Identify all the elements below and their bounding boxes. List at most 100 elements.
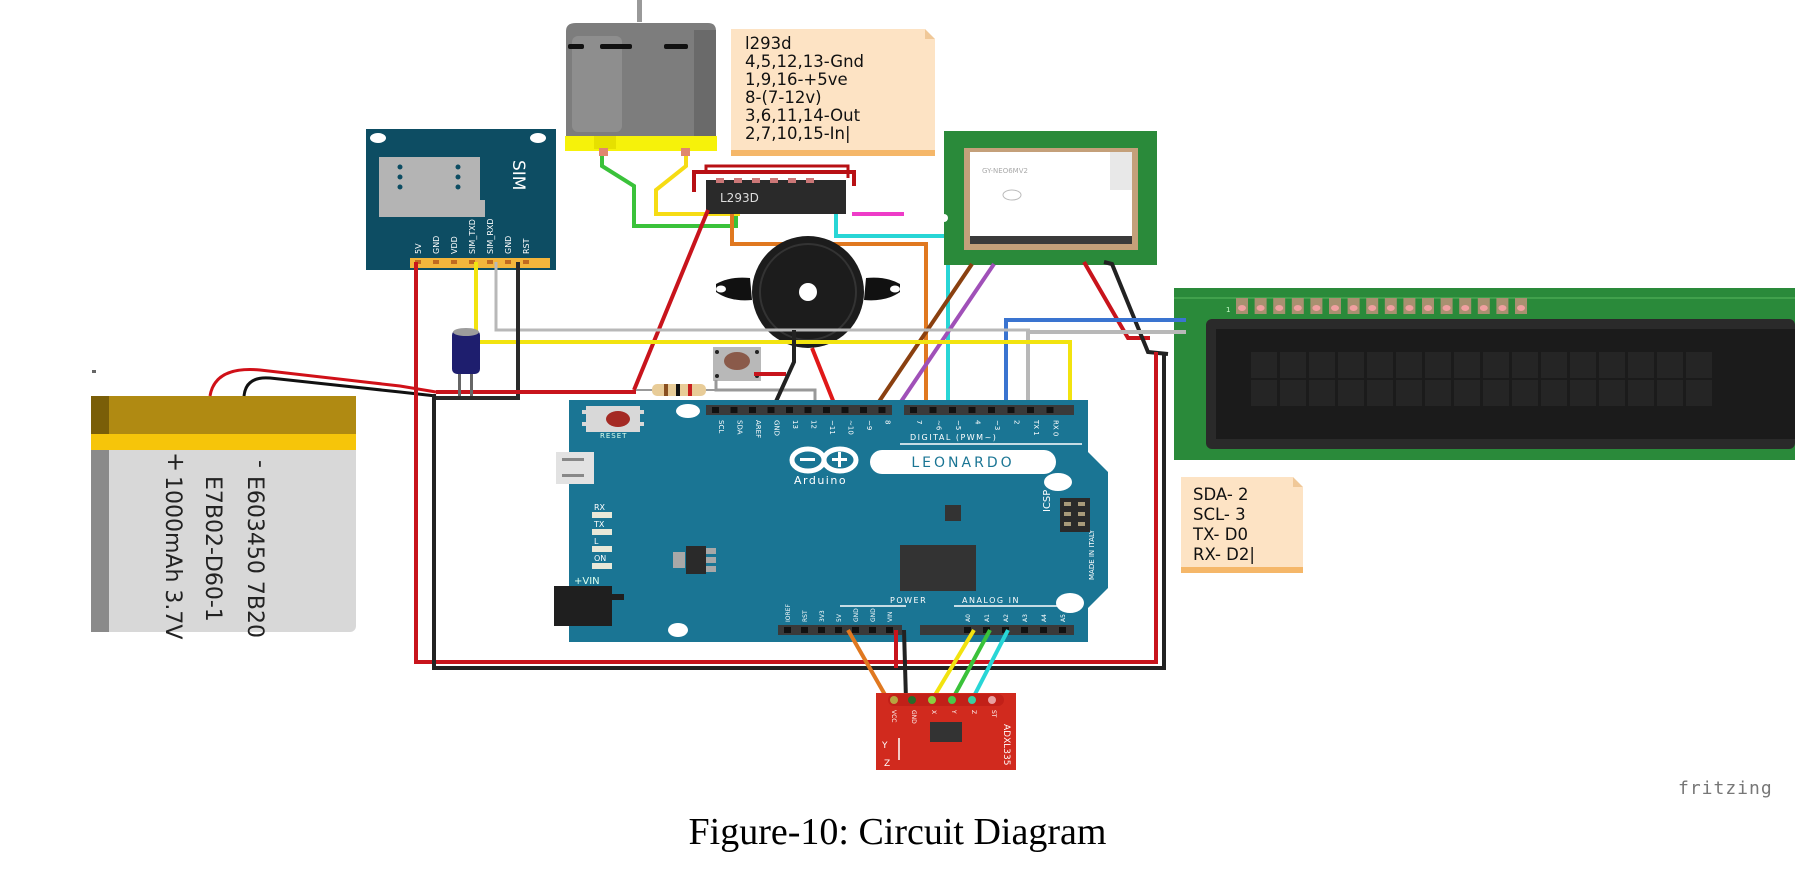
sim-pin — [469, 260, 475, 264]
buzzer — [716, 236, 900, 348]
lcd-wire-blue — [1004, 318, 1186, 406]
accel-pin-label: X — [930, 710, 937, 714]
ground-wire-black — [432, 354, 1166, 670]
accel-axis-z: Z — [884, 759, 890, 769]
lcd-wire-grey — [1026, 330, 1186, 406]
lcd-char-cell — [1599, 352, 1625, 378]
lcd-pin-pad — [1275, 305, 1284, 311]
sim-pin — [505, 260, 511, 264]
lcd-char-cell — [1628, 352, 1654, 378]
lcd-char-cell — [1657, 352, 1683, 378]
lcd-pin-pad — [1461, 305, 1470, 311]
sim-pin-label: 5V — [414, 243, 423, 254]
sim-pin-label: RST — [522, 238, 531, 254]
note-line: 8-(7-12v) — [745, 88, 822, 107]
fritzing-watermark: fritzing — [1678, 778, 1773, 799]
lcd-char-cell — [1454, 352, 1480, 378]
gps-label: GY-NEO6MV2 — [982, 167, 1028, 175]
lcd-char-cell — [1483, 352, 1509, 378]
digital-pin-label: 7 — [915, 420, 923, 424]
digital-pin-label: 8 — [884, 420, 892, 424]
power-pin-label: GND — [853, 608, 860, 622]
analog-pin-label: A3 — [1022, 614, 1029, 622]
digital-pin — [878, 407, 886, 413]
accel-wire-black — [902, 629, 908, 701]
battery: - + E603450 7B20 E7B02-D60-1 1000mAh 3.7… — [91, 370, 356, 639]
digital-pin-label: ~9 — [865, 420, 873, 430]
lcd-char-cell — [1657, 380, 1683, 406]
accel-axis-y: Y — [881, 741, 888, 751]
power-pin — [869, 627, 876, 633]
figure-caption: Figure-10: Circuit Diagram — [688, 811, 1107, 853]
lcd-char-cell — [1425, 380, 1451, 406]
digital-pin — [988, 407, 995, 413]
digital-pin — [841, 407, 849, 413]
lcd-char-cell — [1570, 352, 1596, 378]
accel-wire-orange — [846, 629, 890, 701]
lcd-char-cell — [1686, 380, 1712, 406]
lcd-pin-pad — [1405, 305, 1414, 311]
lcd-char-cell — [1686, 352, 1712, 378]
sim-pin-label: VDD — [450, 236, 459, 254]
analog-pin — [1002, 627, 1009, 633]
power-pin-label: IOREF — [785, 604, 792, 622]
lcd-char-cell — [1454, 380, 1480, 406]
digital-pin-label: ~3 — [993, 420, 1001, 430]
lcd-pin1-label: 1 — [1226, 306, 1230, 314]
note-line: SCL- 3 — [1193, 505, 1246, 524]
digital-pin-label: 13 — [791, 420, 799, 429]
note-line: TX- D0 — [1193, 525, 1248, 544]
lcd-pin-pad — [1479, 305, 1488, 311]
accel-pin-label: ST — [990, 710, 997, 718]
digital-pin — [1046, 407, 1054, 413]
lcd-pin-pad — [1238, 305, 1246, 311]
l293d-chip-label: L293D — [720, 191, 759, 205]
led-icon — [592, 563, 612, 569]
analog-pin — [1059, 627, 1066, 633]
digital-pin-label: SDA — [736, 420, 744, 435]
digital-pin — [823, 407, 830, 413]
analog-pin-label: A5 — [1060, 614, 1067, 622]
power-pin — [886, 627, 893, 633]
power-pin-label: 3V3 — [819, 610, 826, 622]
sim-pin — [451, 260, 457, 264]
lcd-pin-pad — [1331, 305, 1339, 311]
lcd-char-cell — [1541, 380, 1567, 406]
sim-pin — [487, 260, 493, 264]
accel-pin-label: VCC — [890, 710, 897, 722]
l293d-pin-note: l293d 4,5,12,13-Gnd 1,9,16-+5ve 8-(7-12v… — [731, 29, 935, 156]
lcd-char-cell — [1280, 352, 1306, 378]
digital-pin-label: TX 1 — [1032, 419, 1040, 436]
note-line: l293d — [745, 34, 792, 53]
digital-pin — [1007, 407, 1015, 413]
lcd-char-cell — [1483, 380, 1509, 406]
resistor — [636, 384, 726, 396]
sim-wire-grey — [494, 262, 1030, 332]
accel-wire-green — [950, 629, 992, 701]
power-label: POWER — [890, 596, 927, 605]
analog-pin — [1021, 627, 1028, 633]
note-line: 1,9,16-+5ve — [745, 70, 848, 89]
lcd-char-cell — [1541, 352, 1567, 378]
lcd-char-cell — [1628, 380, 1654, 406]
analog-label: ANALOG IN — [962, 596, 1020, 605]
note-line: 3,6,11,14-Out — [745, 106, 861, 125]
gps-wire-brown — [870, 262, 974, 414]
lcd-char-cell — [1251, 352, 1277, 378]
lcd-pin-pad — [1349, 305, 1358, 311]
buzzer-wire-red — [810, 347, 838, 409]
accel-wire-cyan — [970, 629, 1010, 701]
analog-pin-label: A2 — [1003, 614, 1010, 622]
power-pin-label: RST — [802, 610, 809, 622]
digital-pin — [749, 407, 756, 413]
power-pin — [801, 627, 808, 633]
digital-pin-label: SCL — [717, 420, 725, 433]
vin-label: +VIN — [574, 576, 600, 587]
accel-pin-label: Z — [970, 710, 977, 714]
arduino-model: LEONARDO — [911, 455, 1014, 471]
digital-pin-label: GND — [773, 420, 781, 436]
analog-pin-label: A4 — [1041, 614, 1048, 622]
